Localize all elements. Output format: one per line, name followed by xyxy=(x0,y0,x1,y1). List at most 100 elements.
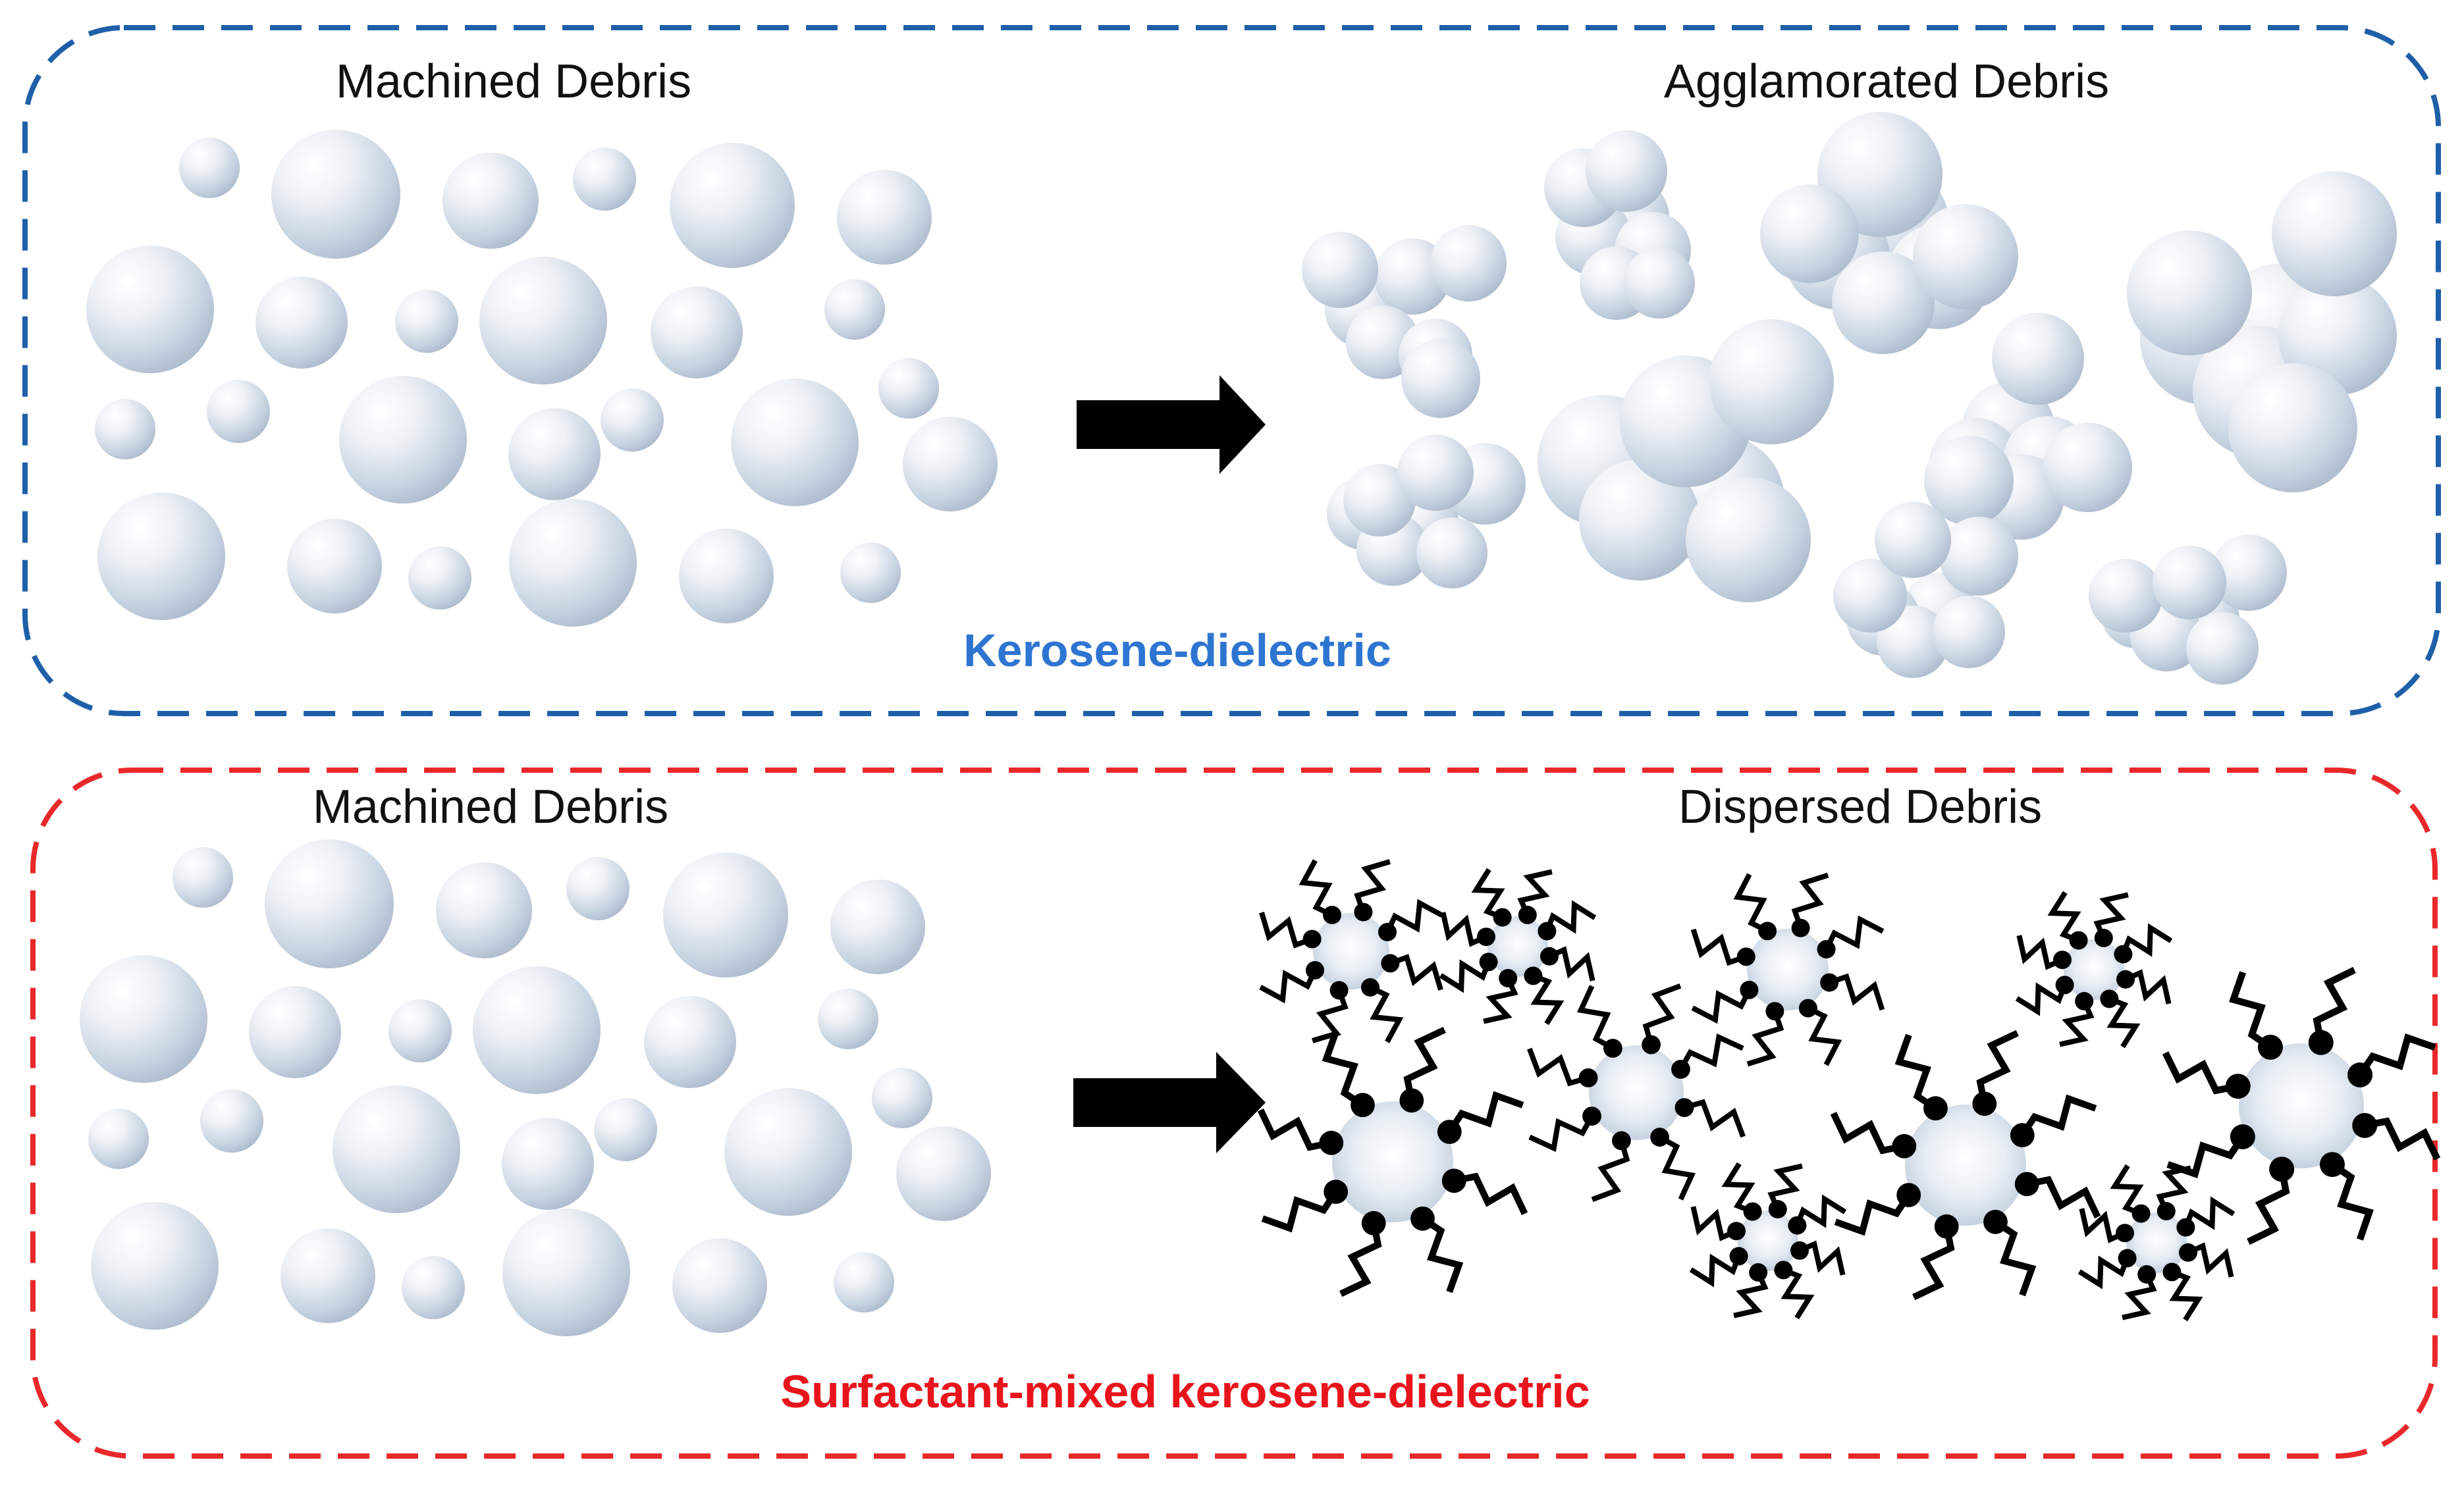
surfactant-tail xyxy=(1690,928,1748,966)
debris-particle xyxy=(1924,436,2014,525)
surfactant-tail xyxy=(1339,1222,1382,1297)
surfactant-tail xyxy=(1691,989,1752,1024)
debris-particle xyxy=(1624,248,1695,319)
surfactant-head xyxy=(2055,976,2074,995)
surfactant-tail xyxy=(2357,1033,2436,1077)
debris-particle xyxy=(287,519,382,613)
surfactant-tail xyxy=(2156,1165,2191,1213)
right-arrow-icon xyxy=(1073,1052,1266,1153)
surfactant-tail xyxy=(1721,1162,1755,1214)
surfactant-head xyxy=(2156,1202,2176,1220)
debris-particle xyxy=(2239,1043,2364,1168)
surfactant-head xyxy=(2114,945,2133,964)
surfactant-head xyxy=(2230,1124,2255,1149)
surfactant-head xyxy=(1361,978,1379,997)
surfactant-tail xyxy=(1823,915,1885,951)
surfactant-head xyxy=(1892,1134,1917,1159)
surfactant-tail xyxy=(2364,1117,2441,1161)
surfactant-head xyxy=(2116,970,2135,989)
debris-particle xyxy=(837,170,932,265)
debris-particle xyxy=(834,1252,894,1313)
debris-particle xyxy=(670,143,795,268)
surfactant-head xyxy=(2347,1062,2373,1087)
surfactant-head xyxy=(2010,1123,2035,1147)
surfactant-head xyxy=(1524,966,1543,985)
surfactant-head xyxy=(2100,989,2119,1008)
surfactant-tail xyxy=(2059,1000,2095,1047)
surfactant-head xyxy=(1378,923,1397,941)
surfactant-tail xyxy=(1591,1139,1630,1202)
surfactant-head xyxy=(1642,1035,1661,1055)
debris-particle xyxy=(1747,929,1829,1010)
surfactant-head xyxy=(1791,918,1810,937)
surfactant-head xyxy=(1493,908,1512,927)
surfactant-head xyxy=(1749,1263,1768,1282)
surfactant-head xyxy=(1788,1216,1807,1235)
surfactant-head xyxy=(1743,1202,1762,1221)
surfactant-tail xyxy=(2330,1161,2374,1241)
surfactant-head xyxy=(1410,1206,1435,1231)
surfactant-head xyxy=(1972,1091,1997,1116)
debris-particle xyxy=(402,1256,465,1319)
debris-particle xyxy=(1686,477,1811,602)
surfactant-tail xyxy=(1544,900,1597,934)
surfactant-coated-particle xyxy=(2162,966,2441,1245)
debris-particle xyxy=(502,1118,594,1210)
debris-particle xyxy=(509,499,637,627)
surfactant-head xyxy=(2069,931,2088,950)
surfactant-head xyxy=(2014,1172,2039,1197)
bottom-caption: Surfactant-mixed kerosene-dielectric xyxy=(780,1366,1590,1417)
surfactant-head xyxy=(1329,981,1349,1000)
debris-particle xyxy=(271,130,400,259)
debris-particle xyxy=(255,276,348,369)
surfactant-tail xyxy=(2106,996,2141,1049)
bottom-machined-particles xyxy=(80,839,991,1336)
surfactant-tail xyxy=(1257,1109,1332,1151)
bottom-left-label: Machined Debris xyxy=(313,781,668,833)
surfactant-tail xyxy=(1527,1047,1590,1087)
surfactant-tail xyxy=(1976,1030,2019,1105)
surfactant-head xyxy=(1727,1222,1746,1241)
debris-particle xyxy=(824,279,885,340)
surfactant-coated-particle xyxy=(1527,983,1746,1202)
surfactant-head xyxy=(1351,1093,1375,1118)
debris-particle xyxy=(2064,939,2124,1000)
debris-particle xyxy=(508,408,601,500)
surfactant-head xyxy=(2162,1263,2182,1282)
debris-particle xyxy=(724,1088,852,1216)
debris-particle xyxy=(566,857,629,920)
surfactant-head xyxy=(1768,1200,1787,1218)
right-arrow-icon xyxy=(1077,375,1266,474)
surfactant-tail xyxy=(1403,1026,1446,1101)
debris-particle xyxy=(207,380,270,443)
debris-particle xyxy=(408,546,471,610)
top-left-label: Machined Debris xyxy=(336,55,691,108)
surfactant-head xyxy=(2258,1034,2283,1060)
surfactant-tail xyxy=(1548,946,1595,981)
surfactant-coated-particle xyxy=(1690,872,1885,1067)
surfactant-tail xyxy=(1369,985,1404,1043)
surfactant-head xyxy=(1399,1088,1424,1113)
debris-particle xyxy=(1738,1211,1798,1271)
debris-particle xyxy=(1579,459,1700,581)
debris-particle xyxy=(473,966,601,1094)
debris-particle xyxy=(2127,230,2252,355)
surfactant-coated-particle xyxy=(2015,891,2173,1049)
surfactant-head xyxy=(1740,980,1759,999)
surfactant-head xyxy=(2116,1224,2134,1243)
debris-particle xyxy=(903,417,998,511)
top-panel-border xyxy=(22,25,2441,716)
surfactant-tail xyxy=(2124,969,2172,1004)
surfactant-tail xyxy=(1517,869,1553,916)
debris-particle xyxy=(91,1202,219,1330)
debris-particle xyxy=(644,996,736,1088)
surfactant-tail xyxy=(1261,1189,1339,1233)
surfactant-head xyxy=(2176,1218,2195,1237)
surfactant-head xyxy=(2131,1204,2151,1223)
surfactant-head xyxy=(1499,969,1518,987)
top-right-label: Agglamorated Debris xyxy=(1664,55,2109,108)
debris-particle xyxy=(2043,423,2132,512)
surfactant-tail xyxy=(1312,989,1349,1043)
surfactant-head xyxy=(1817,940,1836,959)
